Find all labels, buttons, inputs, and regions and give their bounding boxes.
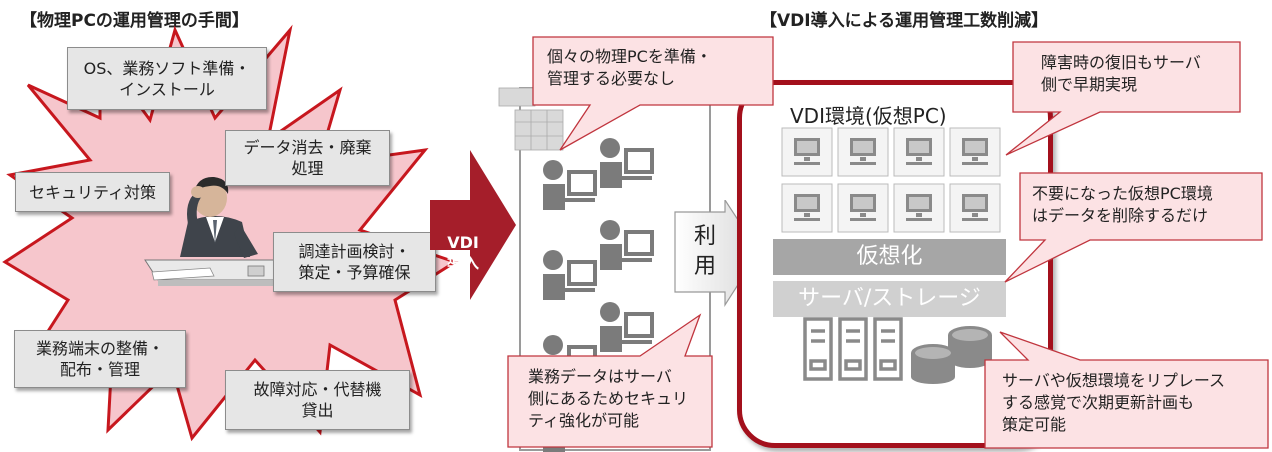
- procurement-line1: 調達計画検討・: [298, 242, 411, 261]
- callout-replace-line1: サーバや仮想環境をリプレース: [1002, 371, 1226, 390]
- vdi-arrow: [430, 150, 516, 300]
- terminal-line2: 配布・管理: [59, 360, 140, 379]
- procurement-line2: 策定・予算確保: [298, 263, 411, 282]
- server-storage-icon: [803, 317, 992, 384]
- callout-data-security-line1: 業務データはサーバ: [528, 367, 672, 386]
- virtualization-bar: 仮想化: [773, 239, 1006, 275]
- virtual-pc-grid: [781, 127, 1001, 233]
- storage-bar: サーバ/ストレージ: [773, 281, 1006, 317]
- failure-box: 故障対応・代替機 貸出: [225, 370, 410, 430]
- data-erase-box: データ消去・廃棄 処理: [225, 130, 390, 186]
- callout-recovery-line2: 側で早期実現: [1041, 75, 1138, 94]
- callout-no-prep: 個々の物理PCを準備・ 管理する必要なし: [547, 46, 712, 90]
- callout-replace-line3: 策定可能: [1002, 415, 1067, 434]
- data-erase-line1: データ消去・廃棄: [243, 138, 372, 157]
- data-erase-line2: 処理: [291, 159, 324, 178]
- callout-delete-only-line1: 不要になった仮想PC環境: [1032, 184, 1213, 203]
- vdi-arrow-label-1: VDI: [447, 233, 479, 252]
- terminal-line1: 業務端末の整備・: [35, 339, 164, 358]
- security-box: セキュリティ対策: [15, 172, 170, 212]
- callout-delete-only: 不要になった仮想PC環境 はデータを削除するだけ: [1032, 183, 1213, 227]
- callout-replace: サーバや仮想環境をリプレース する感覚で次期更新計画も 策定可能: [1002, 370, 1225, 436]
- use-label: 利 用: [690, 222, 720, 282]
- terminal-box: 業務端末の整備・ 配布・管理: [14, 330, 186, 388]
- os-install-line1: OS、業務ソフト準備・: [83, 58, 251, 78]
- left-title: 【物理PCの運用管理の手間】: [20, 11, 249, 31]
- vdi-arrow-label-2: 導入: [446, 253, 479, 272]
- callout-data-security-line2: 側にあるためセキュリ: [528, 389, 689, 408]
- callout-replace-line2: する感覚で次期更新計画も: [1002, 393, 1195, 412]
- procurement-box: 調達計画検討・ 策定・予算確保: [273, 232, 436, 292]
- failure-line2: 貸出: [301, 401, 334, 420]
- callout-data-security-line3: ティ強化が可能: [528, 411, 640, 430]
- stressed-person-icon: [144, 176, 289, 286]
- callout-recovery: 障害時の復旧もサーバ 側で早期実現: [1041, 52, 1201, 96]
- callout-recovery-line1: 障害時の復旧もサーバ: [1041, 53, 1201, 72]
- os-install-line2: インストール: [119, 79, 215, 99]
- vdi-arrow-label: VDI 導入: [438, 233, 488, 273]
- callout-delete-only-line2: はデータを削除するだけ: [1032, 206, 1209, 225]
- failure-line1: 故障対応・代替機: [253, 380, 382, 399]
- os-install-box: OS、業務ソフト準備・ インストール: [67, 47, 267, 110]
- callout-data-security: 業務データはサーバ 側にあるためセキュリ ティ強化が可能: [528, 366, 688, 432]
- use-label-2: 用: [693, 254, 716, 279]
- vdi-env-label: VDI環境(仮想PC): [790, 104, 947, 128]
- right-title: 【VDI導入による運用管理工数削減】: [760, 11, 1049, 31]
- security-line1: セキュリティ対策: [28, 182, 157, 202]
- callout-no-prep-line1: 個々の物理PCを準備・: [547, 47, 712, 66]
- callout-no-prep-line2: 管理する必要なし: [547, 69, 676, 88]
- use-label-1: 利: [693, 224, 716, 249]
